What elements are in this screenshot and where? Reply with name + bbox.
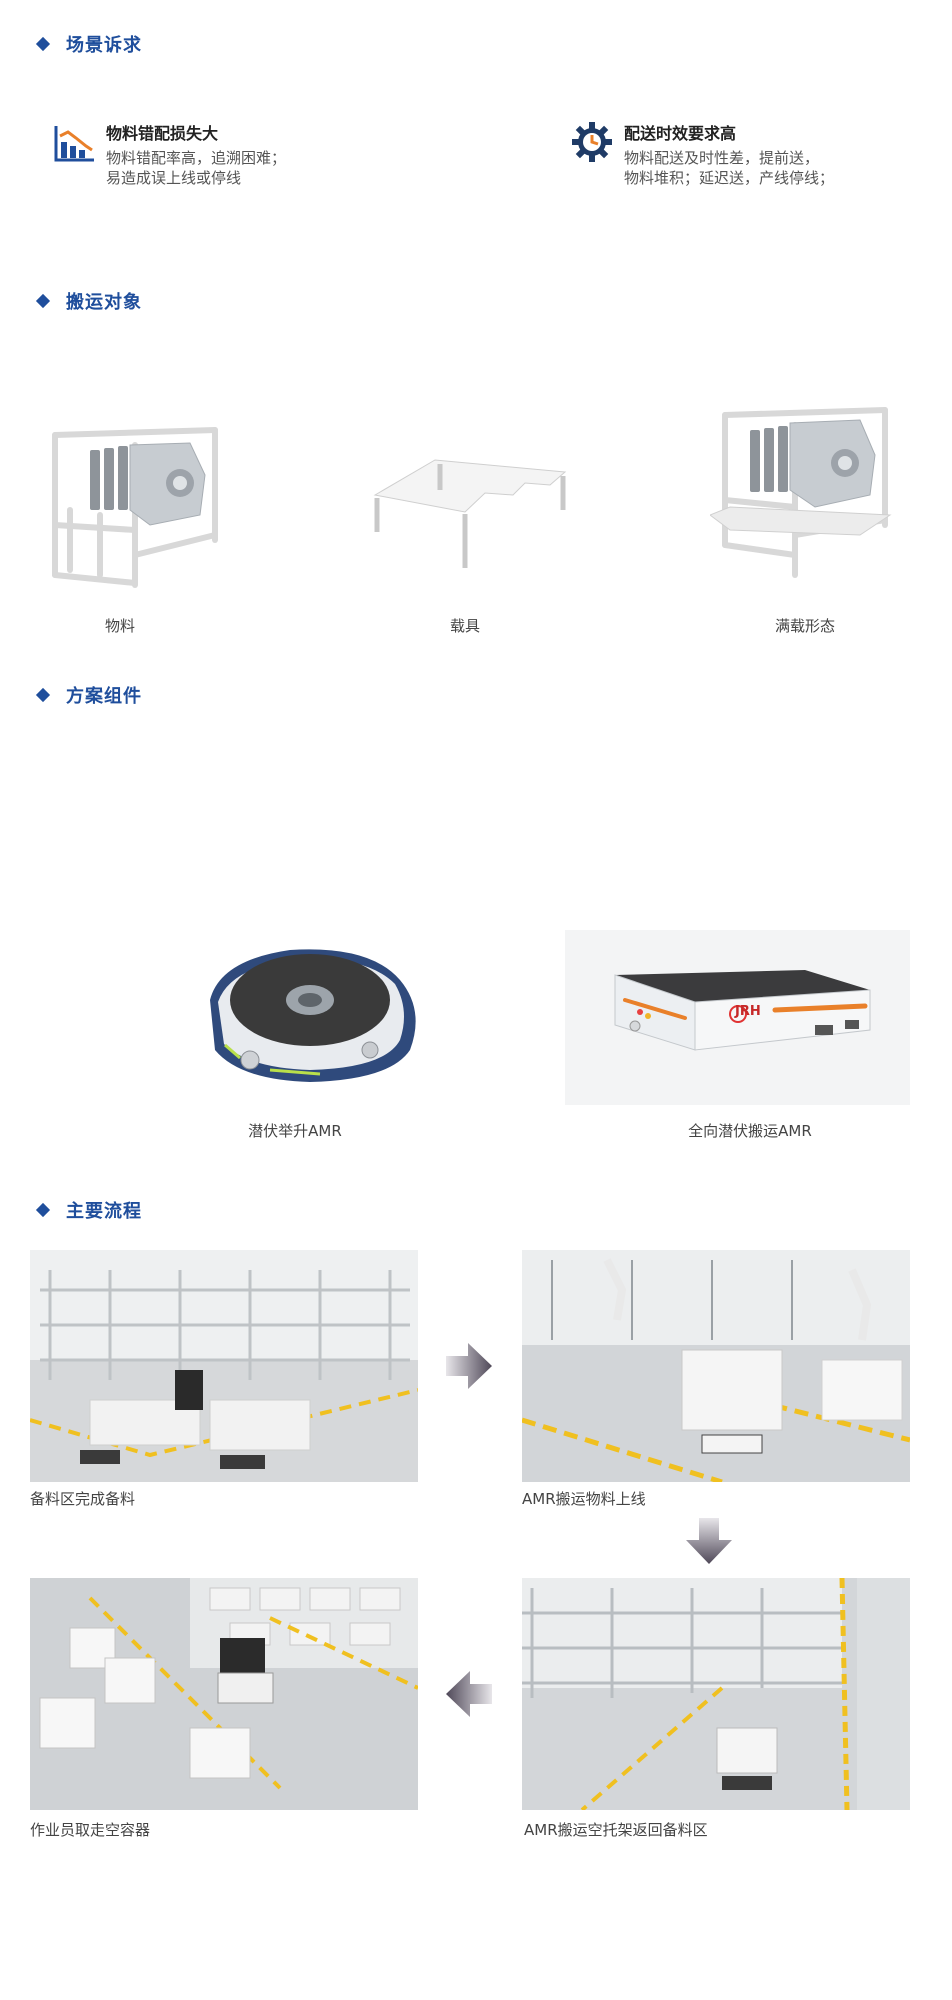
diamond-bullet-icon: [35, 36, 51, 52]
process-photo-4: [30, 1578, 418, 1810]
arrow-down-icon: [686, 1518, 732, 1564]
demand-line: 物料配送及时性差，提前送，: [624, 149, 820, 167]
section-title-components: 方案组件: [35, 683, 142, 707]
demand-line: 易造成误上线或停线: [106, 169, 242, 187]
arrow-left-icon: [446, 1671, 492, 1717]
arrow-right-icon: [446, 1343, 492, 1389]
brand-logo: JRH: [735, 1004, 761, 1019]
object-label: 满载形态: [774, 617, 835, 635]
process-photo-2: [522, 1250, 910, 1482]
diamond-bullet-icon: [35, 1202, 51, 1218]
omni-amr-image: [614, 970, 871, 1051]
process-label: AMR搬运物料上线: [522, 1490, 646, 1508]
section-title-demand: 场景诉求: [35, 32, 142, 56]
material-rack-image: [52, 427, 218, 588]
demand-item-2: 配送时效要求高 物料配送及时性差，提前送， 物料堆积；延迟送，产线停线；: [570, 120, 834, 188]
carrier-table-image: [373, 459, 567, 568]
process-label: 备料区完成备料: [30, 1490, 136, 1508]
demand-line: 物料错配率高，追溯困难；: [106, 149, 287, 167]
process-photo-3: [522, 1578, 910, 1810]
process-label: 作业员取走空容器: [30, 1821, 151, 1839]
diamond-bullet-icon: [35, 687, 51, 703]
object-label: 载具: [449, 617, 480, 635]
object-label: 物料: [104, 617, 135, 635]
diamond-bullet-icon: [35, 293, 51, 309]
section-title-process: 主要流程: [35, 1198, 142, 1222]
demand-title: 物料错配损失大: [106, 124, 219, 143]
section-title-objects: 搬运对象: [35, 289, 142, 313]
full-load-image: [710, 407, 892, 578]
jacking-amr-image: [210, 949, 416, 1082]
process-photo-1: [30, 1250, 418, 1482]
chart-decline-icon: [54, 126, 94, 162]
component-label: 潜伏举升AMR: [248, 1122, 342, 1140]
demand-item-1: 物料错配损失大 物料错配率高，追溯困难； 易造成误上线或停线: [52, 120, 286, 188]
demand-line: 物料堆积；延迟送，产线停线；: [624, 169, 835, 187]
gear-clock-icon: [572, 122, 612, 162]
process-label: AMR搬运空托架返回备料区: [524, 1821, 708, 1839]
omni-amr-photo: JRH: [565, 930, 910, 1105]
demand-title: 配送时效要求高: [624, 124, 737, 143]
component-label: 全向潜伏搬运AMR: [688, 1122, 812, 1140]
